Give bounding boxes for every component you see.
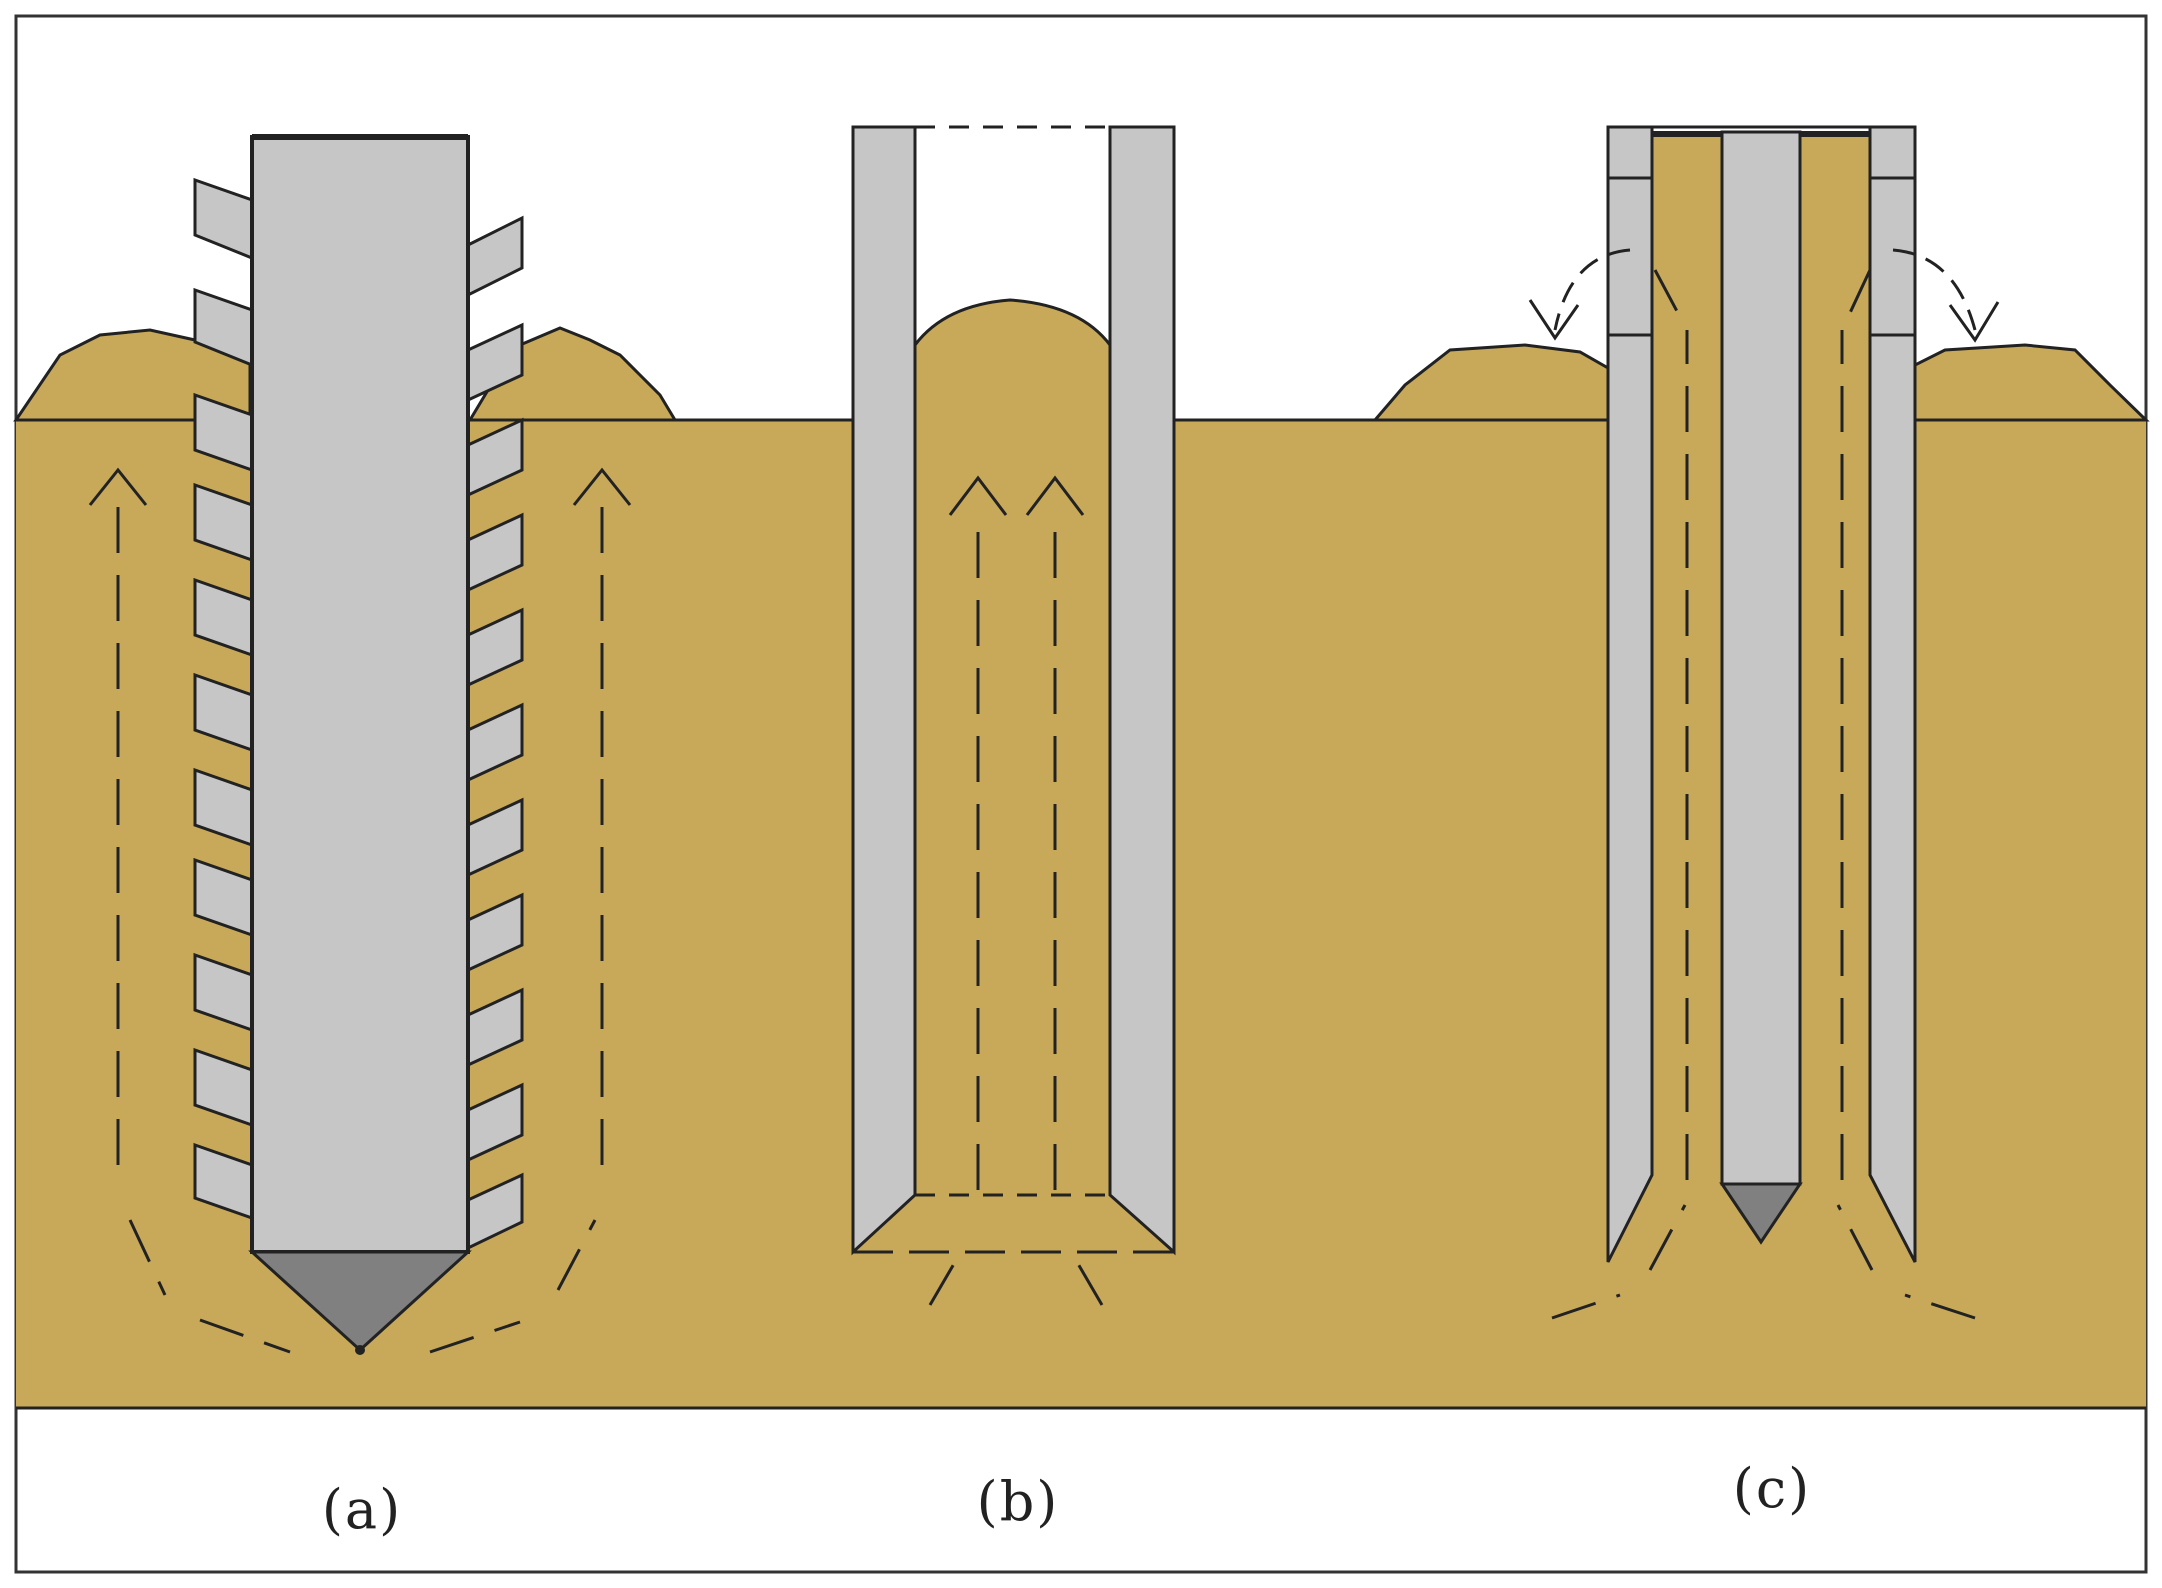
pile-shaft-a [250, 135, 470, 1254]
mandrel-tip-c [1719, 1182, 1803, 1245]
caption-c: (c) [1732, 1457, 1812, 1520]
flow-arrows-a [88, 467, 632, 506]
flow-lines-c [1551, 269, 1976, 1320]
pipe-wall-right-b [1108, 125, 1176, 1256]
arrow-up-icon [572, 467, 632, 506]
arrow-up-icon [948, 475, 1008, 516]
arrow-down-icon [1528, 299, 1580, 341]
caption-a: (a) [321, 1478, 403, 1541]
helix-fins-right [466, 215, 524, 1251]
arrow-up-icon [1025, 475, 1085, 516]
panel-a [13, 134, 678, 1355]
arrow-down-icon [1948, 301, 2000, 343]
flow-lines-b [928, 510, 1104, 1306]
pipe-wall-left-b [851, 125, 917, 1256]
casing-wall-left-c [1606, 125, 1654, 1263]
flow-arrows-b [948, 475, 1085, 516]
arrow-up-icon [88, 467, 148, 506]
caption-b: (b) [976, 1470, 1060, 1533]
pile-tip-a [248, 1250, 472, 1353]
flow-lines-a [116, 485, 604, 1354]
heave-mound-right-c [1913, 343, 2150, 422]
mandrel-c [1720, 130, 1802, 1186]
helix-fins-left [193, 177, 254, 1221]
panel-b [851, 125, 1176, 1306]
soil-plug-b [913, 298, 1112, 427]
spill-arrows-c [1528, 248, 2000, 343]
casing-wall-right-c [1868, 125, 1917, 1263]
panel-c [1371, 125, 2150, 1320]
